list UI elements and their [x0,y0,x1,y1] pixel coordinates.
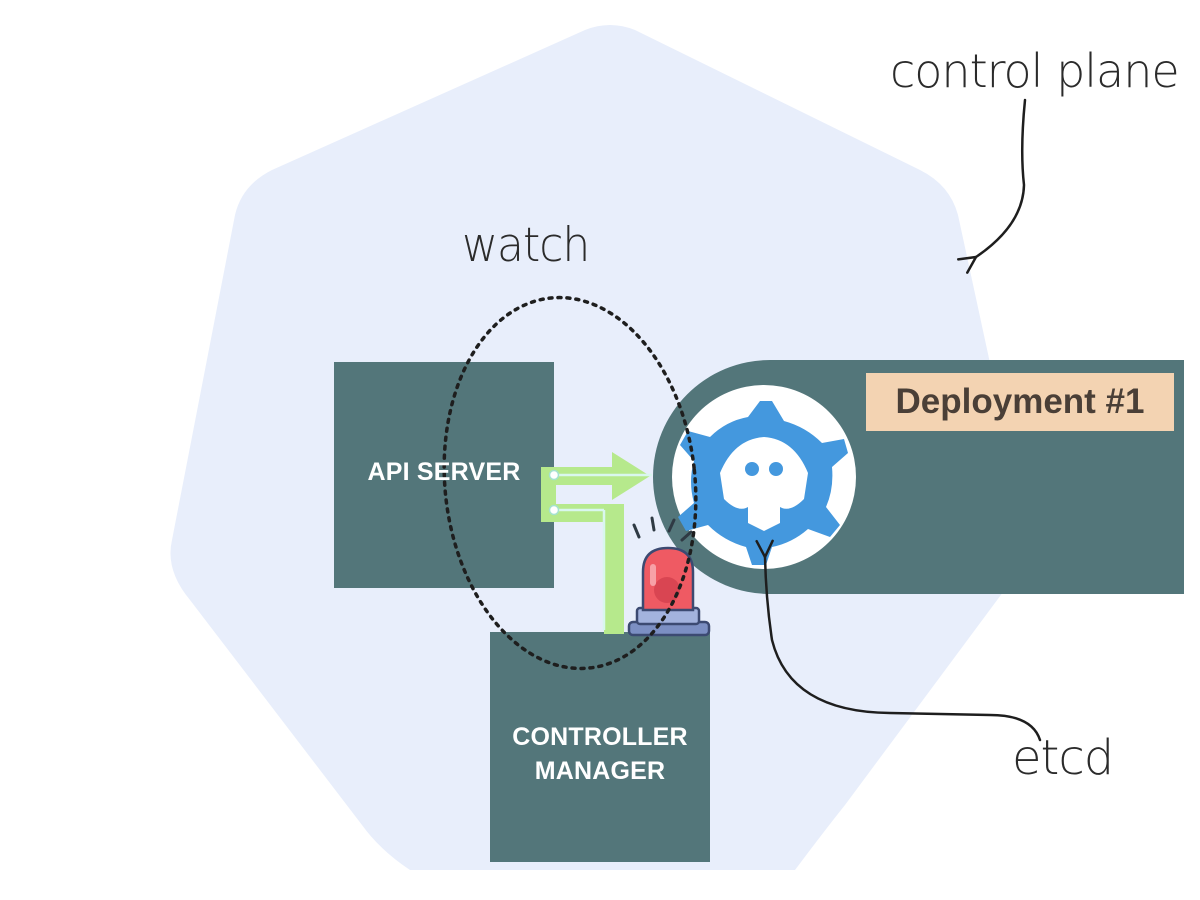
control-plane-annotation: control plane [890,44,1180,98]
controller-manager-label: CONTROLLER MANAGER [512,723,688,785]
controller-manager-box [490,632,710,862]
siren-icon [627,516,711,637]
control-plane-arrow [957,98,1027,274]
watch-annotation: watch [462,217,590,273]
api-server-label: API SERVER [367,458,521,486]
watch-ellipse [442,295,698,671]
watch-arrows [541,452,652,634]
etcd-icon [678,401,848,565]
deployment-tag: Deployment #1 [866,373,1174,431]
etcd-arrow [755,539,1042,742]
control-plane-region [170,25,1027,870]
etcd-annotation: etcd [1012,730,1114,786]
